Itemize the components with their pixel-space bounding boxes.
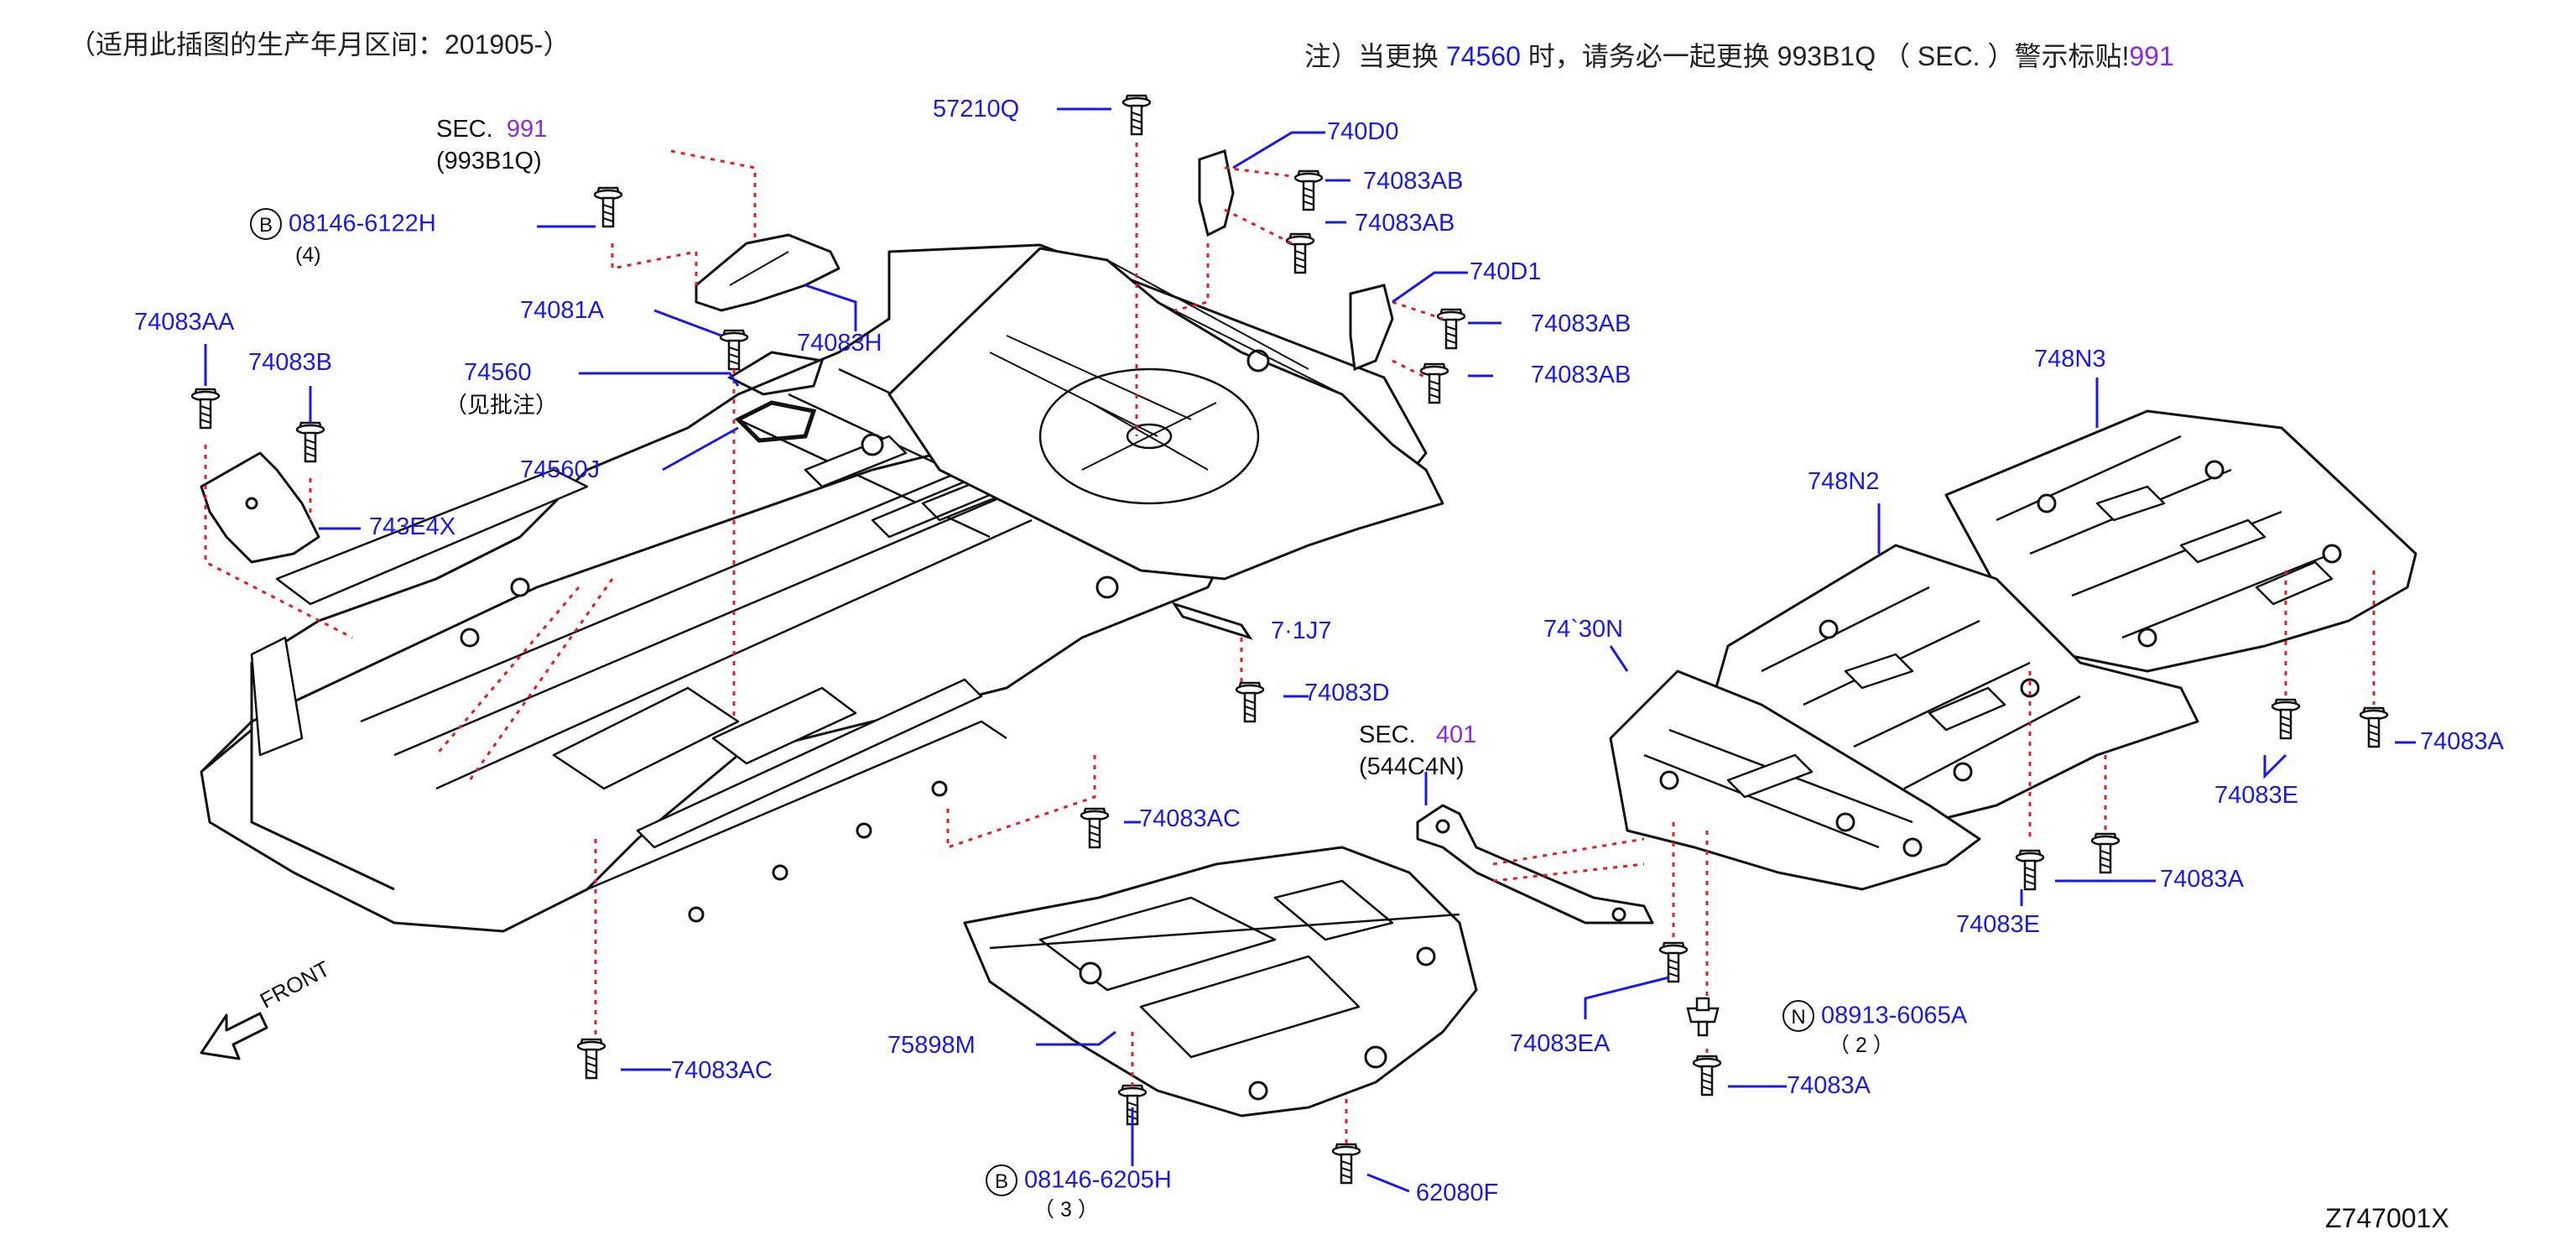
label-sec-401-sub: (544C4N) (1359, 753, 1465, 780)
date-range-note-text: （适用此插图的生产年月区间：201905-） (69, 29, 570, 60)
label-sec-991: SEC. 991 (436, 117, 547, 142)
label-74083EA[interactable]: 74083EA (1510, 1030, 1611, 1057)
label-74083D[interactable]: 74083D (1304, 680, 1390, 706)
label-74560[interactable]: 74560 (464, 359, 532, 386)
bracket-7·1J7 (1171, 602, 1253, 640)
label-partial-cover[interactable]: 74`30N (1543, 616, 1624, 643)
label-partial-bracket[interactable]: 7·1J7 (1271, 617, 1332, 644)
sec-991-prefix: SEC. (436, 116, 493, 143)
label-74083AA[interactable]: 74083AA (134, 309, 235, 336)
replacement-note: 注）当更换 74560 时，请务必一起更换 993B1Q （ SEC. ）警示标… (1304, 35, 2174, 74)
label-sec-991-sub: (993B1Q) (436, 148, 542, 175)
sec-401-prefix: SEC. (1359, 721, 1416, 748)
label-sec-401: SEC. 401 (1359, 723, 1476, 748)
shield-743E4X (200, 451, 320, 564)
qty-08146-6205H: （ 3 ） (1033, 1198, 1099, 1222)
label-08913-6065A[interactable]: N 08913-6065A (1782, 1000, 1967, 1032)
label-74083E-2[interactable]: 74083E (1956, 911, 2040, 938)
replacement-note-middle: 时，请务必一起更换 993B1Q （ SEC. ）警示标贴! (1527, 41, 2130, 71)
label-74083A-3[interactable]: 74083A (2420, 728, 2504, 755)
bracket-740D1 (1349, 284, 1394, 372)
b-badge-icon: B (250, 208, 282, 240)
label-743E4X[interactable]: 743E4X (369, 513, 456, 540)
qty-08146-6122H: (4) (295, 243, 321, 267)
seal-74560 (726, 351, 824, 443)
label-74083AB-1[interactable]: 74083AB (1363, 168, 1464, 195)
center-under-cover-74630N (1609, 669, 1981, 891)
spare-tire-well-drawing (887, 247, 1444, 581)
engine-under-cover-75898M (963, 846, 1478, 1117)
diagram-code: Z747001X (2325, 1203, 2449, 1233)
label-74083AC-2[interactable]: 74083AC (671, 1057, 773, 1084)
rear-under-cover-748N3 (1944, 409, 2417, 673)
cover-74083H (695, 233, 840, 312)
label-748N2[interactable]: 748N2 (1808, 468, 1880, 495)
dotted-alignment-lines (204, 143, 2376, 1149)
b-badge-icon: B (986, 1164, 1017, 1196)
label-740D0[interactable]: 740D0 (1327, 118, 1399, 145)
sec-401-ref[interactable]: 401 (1435, 721, 1477, 748)
label-57210Q[interactable]: 57210Q (933, 96, 1020, 122)
bracket-544C4N (1416, 804, 1654, 925)
bracket-740D0 (1198, 149, 1235, 237)
replacement-note-part[interactable]: 74560 (1445, 41, 1521, 71)
label-74083B[interactable]: 74083B (248, 349, 332, 376)
label-74560-note: （见批注） (445, 393, 558, 418)
front-arrow-icon (200, 1012, 268, 1060)
label-62080F[interactable]: 62080F (1416, 1180, 1499, 1206)
qty-08913-6065A: （ 2 ） (1829, 1034, 1894, 1057)
label-74083E-1[interactable]: 74083E (2214, 782, 2298, 809)
label-75898M[interactable]: 75898M (887, 1032, 976, 1059)
label-74081A[interactable]: 74081A (520, 297, 604, 324)
n-badge-icon: N (1782, 1000, 1814, 1032)
label-74083AB-3[interactable]: 74083AB (1531, 310, 1631, 337)
part-08146-6205H[interactable]: 08146-6205H (1024, 1166, 1172, 1194)
part-08913-6065A[interactable]: 08913-6065A (1821, 1002, 1968, 1029)
label-74083A-1[interactable]: 74083A (1787, 1072, 1871, 1099)
label-748N3[interactable]: 748N3 (2034, 346, 2106, 372)
part-08146-6122H[interactable]: 08146-6122H (289, 210, 436, 237)
label-740D1[interactable]: 740D1 (1470, 258, 1542, 285)
label-74083AC-1[interactable]: 74083AC (1139, 805, 1241, 832)
sec-991-ref[interactable]: 991 (506, 116, 548, 143)
label-74560J[interactable]: 74560J (520, 456, 601, 483)
label-74083H[interactable]: 74083H (797, 330, 882, 357)
label-74083AB-2[interactable]: 74083AB (1355, 210, 1455, 237)
date-range-note: （适用此插图的生产年月区间：201905-） (69, 23, 570, 62)
label-74083AB-4[interactable]: 74083AB (1531, 362, 1631, 388)
label-74083A-2[interactable]: 74083A (2160, 866, 2244, 893)
replacement-note-sec[interactable]: 991 (2129, 41, 2174, 71)
leader-lines (204, 107, 2416, 1193)
label-08146-6122H[interactable]: B 08146-6122H (250, 208, 436, 240)
replacement-note-prefix: 注）当更换 (1304, 41, 1439, 71)
